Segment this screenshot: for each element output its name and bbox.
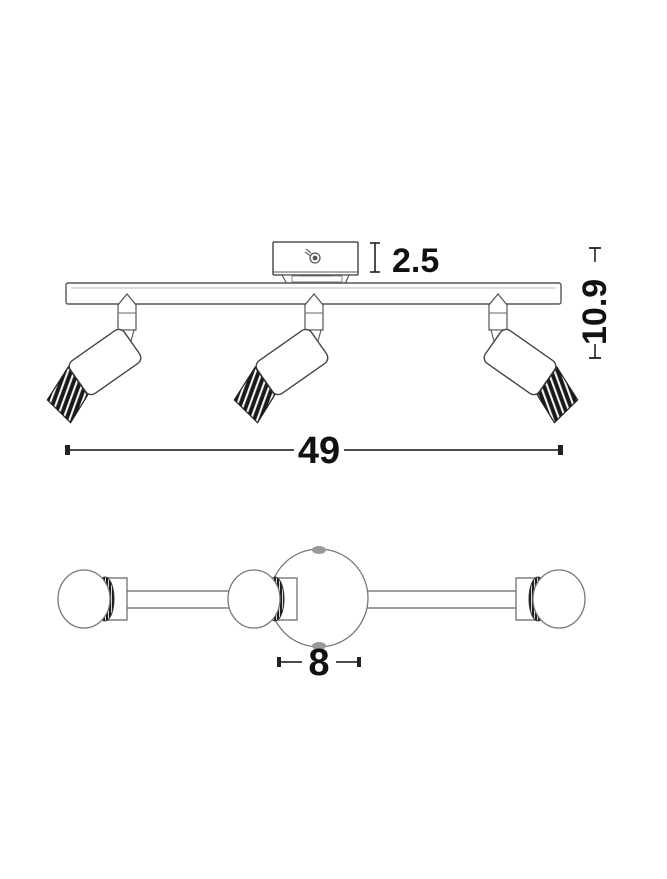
dimension-mount-box-height: 2.5 xyxy=(370,242,439,280)
light-bar xyxy=(65,282,562,305)
spotlight-left-bezel xyxy=(67,366,89,396)
mount-bridge-plate xyxy=(291,275,343,283)
dim-8-label: 8 xyxy=(308,642,329,684)
dim-8-tick-left xyxy=(277,657,281,667)
plan-base-screw-bottom xyxy=(312,642,326,650)
spotlight-left-body-group xyxy=(46,328,142,424)
plan-spotlight-center-lens xyxy=(227,569,281,629)
mount-screw-icon xyxy=(304,248,321,264)
bottom-plan-view: 8 xyxy=(57,546,586,684)
dimension-overall-length: 49 xyxy=(65,430,563,472)
dimension-overall-height: 10.9 xyxy=(576,247,614,359)
plan-spotlight-right xyxy=(515,569,586,629)
dim-49-tick-right xyxy=(558,445,563,455)
spotlight-right xyxy=(483,293,579,424)
dim-8-tick-right xyxy=(357,657,361,667)
plan-spotlight-center xyxy=(227,569,298,629)
spotlight-center-body-group xyxy=(233,328,329,424)
spotlight-left xyxy=(46,293,142,424)
dim-49-label: 49 xyxy=(298,430,340,472)
spotlight-center xyxy=(233,293,329,424)
spotlight-center-bezel xyxy=(254,366,276,396)
plan-spotlight-left-lens xyxy=(57,569,111,629)
spotlight-right-bezel xyxy=(536,366,558,396)
dim-10p9-label: 10.9 xyxy=(576,279,614,345)
spotlight-right-body-group xyxy=(483,328,579,424)
plan-spotlight-left xyxy=(57,569,128,629)
plan-base-screw-top xyxy=(312,546,326,554)
plan-spotlight-right-lens xyxy=(532,569,586,629)
dimension-base-plate-diameter: 8 xyxy=(277,642,361,684)
dim-49-tick-left xyxy=(65,445,70,455)
side-elevation-view: 2.5 10.9 49 xyxy=(46,241,614,472)
dim-2p5-label: 2.5 xyxy=(392,242,439,280)
